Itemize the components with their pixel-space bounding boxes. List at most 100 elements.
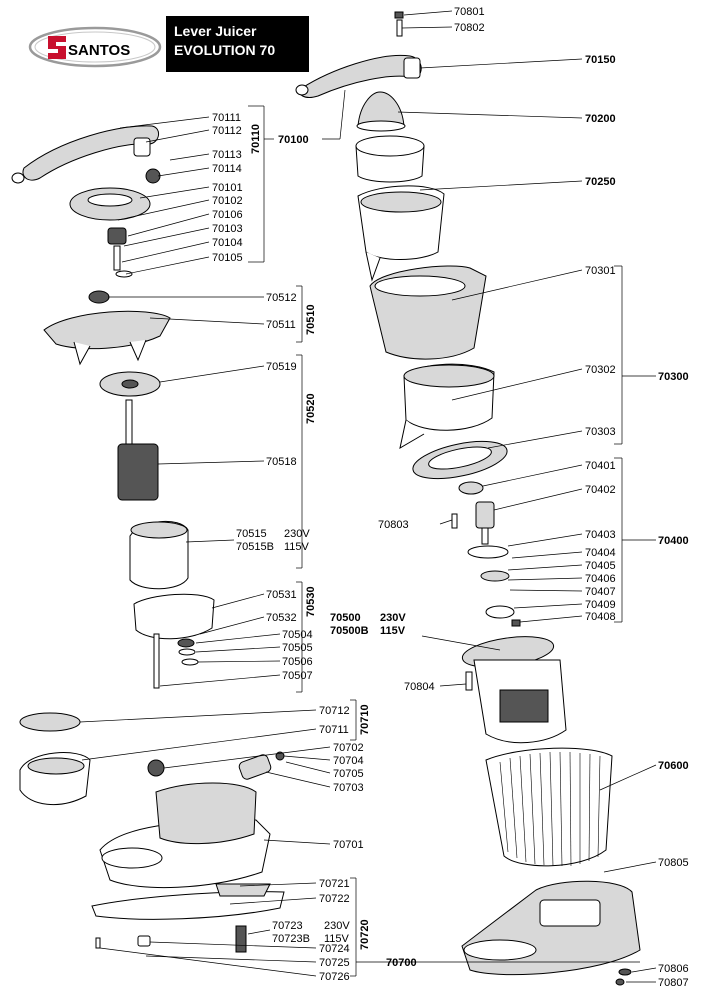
- label-70407: 70407: [585, 586, 616, 598]
- label-70530: 70530: [305, 586, 317, 617]
- part-cover-70301: [369, 265, 487, 360]
- header-line-2: EVOLUTION 70: [174, 42, 276, 58]
- label-70110: 70110: [250, 124, 262, 154]
- label-70103: 70103: [212, 223, 243, 235]
- label-70721: 70721: [319, 878, 350, 890]
- label-70409: 70409: [585, 599, 616, 611]
- label-70106: 70106: [212, 209, 243, 221]
- label-70519: 70519: [266, 361, 297, 373]
- part-lid-70101: [69, 187, 151, 221]
- label-70403: 70403: [585, 529, 616, 541]
- label-70520: 70520: [305, 393, 317, 424]
- header-title-box: Lever Juicer EVOLUTION 70: [166, 16, 309, 72]
- label-70515-voltage: 230V: [284, 528, 310, 540]
- part-shaft-assembly-70402: [475, 501, 495, 545]
- label-70511: 70511: [266, 319, 296, 331]
- label-70504: 70504: [282, 629, 313, 641]
- leader-lines: [79, 10, 657, 983]
- part-grid-70712: [19, 712, 81, 732]
- label-70303: 70303: [585, 426, 616, 438]
- part-screw-70804: [465, 671, 473, 691]
- label-70506: 70506: [282, 656, 313, 668]
- label-70802: 70802: [454, 22, 485, 34]
- label-70720: 70720: [359, 919, 371, 950]
- label-70512: 70512: [266, 292, 297, 304]
- label-70703: 70703: [333, 782, 364, 794]
- part-coupling-70401: [458, 481, 484, 495]
- part-lever-70150: [295, 54, 422, 98]
- label-70701: 70701: [333, 839, 364, 851]
- label-70500: 70500: [330, 612, 361, 624]
- part-switch-70702: [147, 759, 165, 777]
- part-bracket-70511: [43, 310, 171, 366]
- label-70801: 70801: [454, 6, 485, 18]
- part-component-70723: [235, 925, 247, 953]
- part-labels: 70801 70802 70150 70200 70250 70100 7011…: [212, 6, 689, 989]
- part-washers-70504-70506: [177, 638, 199, 666]
- label-70710: 70710: [359, 704, 371, 735]
- label-70515B: 70515B: [236, 541, 274, 553]
- label-70804: 70804: [404, 681, 435, 693]
- part-capacitor-70703: [238, 751, 285, 780]
- label-70515B-voltage: 115V: [284, 541, 310, 553]
- label-70150: 70150: [585, 54, 616, 66]
- label-70250: 70250: [585, 176, 616, 188]
- label-70803: 70803: [378, 519, 409, 531]
- part-cap-screw-70801: [394, 11, 404, 37]
- label-70704: 70704: [333, 755, 364, 767]
- label-70105: 70105: [212, 252, 243, 264]
- label-70302: 70302: [585, 364, 616, 376]
- part-housing-70600: [485, 747, 613, 867]
- part-rotor-70518: [117, 399, 159, 501]
- label-70807: 70807: [658, 977, 689, 989]
- label-70705: 70705: [333, 768, 364, 780]
- part-fan-70519: [99, 371, 161, 397]
- part-stem-70114: [145, 168, 161, 184]
- label-70101: 70101: [212, 182, 243, 194]
- brand-name: SANTOS: [68, 42, 130, 59]
- label-70505: 70505: [282, 642, 313, 654]
- label-70113: 70113: [212, 149, 242, 161]
- label-70300: 70300: [658, 371, 689, 383]
- part-drip-tray-70711: [19, 752, 91, 806]
- label-70723: 70723: [272, 920, 303, 932]
- label-70805: 70805: [658, 857, 689, 869]
- label-70702: 70702: [333, 742, 364, 754]
- label-70711: 70711: [319, 724, 349, 736]
- part-plate-70303: [412, 440, 508, 480]
- label-70111: 70111: [212, 112, 241, 124]
- part-nut-70512: [88, 290, 110, 304]
- label-70408: 70408: [585, 611, 616, 623]
- part-cone-70200: [355, 91, 425, 183]
- label-70722: 70722: [319, 893, 350, 905]
- label-70500B: 70500B: [330, 625, 369, 637]
- label-70507: 70507: [282, 670, 313, 682]
- label-70500B-voltage: 115V: [380, 625, 406, 637]
- label-70724: 70724: [319, 943, 350, 955]
- part-bushing-70102: [107, 227, 133, 278]
- part-base-70700: [461, 880, 641, 976]
- label-70301: 70301: [585, 265, 616, 277]
- part-screw-70726: [95, 937, 101, 949]
- label-70102: 70102: [212, 195, 243, 207]
- label-70510: 70510: [305, 304, 317, 335]
- label-70104: 70104: [212, 237, 243, 249]
- part-bottom-plate-70722: [91, 883, 285, 920]
- part-lever-arm-70111: [11, 125, 159, 184]
- label-70600: 70600: [658, 760, 689, 772]
- label-70500-voltage: 230V: [380, 612, 406, 624]
- part-sieve-70250: [357, 185, 445, 282]
- label-70723B: 70723B: [272, 933, 310, 945]
- label-70114: 70114: [212, 163, 242, 175]
- label-70402: 70402: [585, 484, 616, 496]
- santos-logo: SANTOS: [28, 26, 162, 68]
- label-70531: 70531: [266, 589, 297, 601]
- label-70518: 70518: [266, 456, 297, 468]
- label-70401: 70401: [585, 460, 616, 472]
- label-70405: 70405: [585, 560, 616, 572]
- part-bowl-70302: [399, 363, 495, 450]
- label-70712: 70712: [319, 705, 350, 717]
- label-70806: 70806: [658, 963, 689, 975]
- header-line-1: Lever Juicer: [174, 23, 257, 39]
